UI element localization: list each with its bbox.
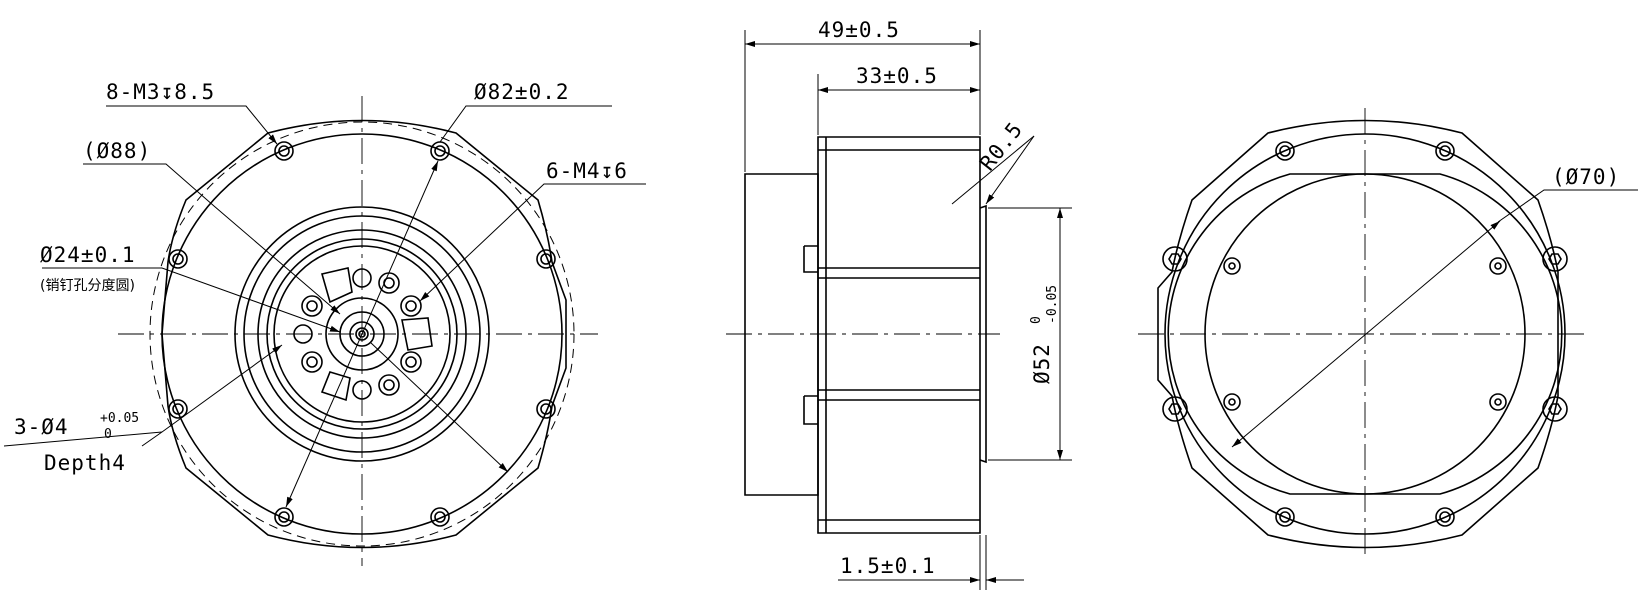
radius-label: R0.5 — [975, 117, 1028, 175]
bolt-circle-label: Ø82±0.2 — [474, 80, 570, 104]
rear-inner-diameter-label: (Ø70) — [1552, 165, 1620, 189]
side-rear-cap — [744, 173, 819, 496]
m3-mounting-holes — [168, 141, 556, 527]
side-body — [817, 136, 981, 534]
pin-holes-tol-upper: +0.05 — [100, 411, 139, 426]
body-length-label: 33±0.5 — [856, 64, 938, 88]
rear-housing-outline — [1157, 119, 1559, 549]
rear-view: (Ø70) — [1138, 108, 1638, 560]
rear-bore — [1167, 173, 1563, 495]
flange-thickness-label: 1.5±0.1 — [840, 554, 936, 578]
spigot-tol-lower: -0.05 — [1045, 285, 1060, 324]
outer-diameter-circle — [149, 121, 575, 547]
outer-diameter-label: (Ø88) — [83, 139, 151, 163]
front-housing-outline — [161, 119, 567, 549]
front-view: 8-M3↧8.5 (Ø88) Ø82±0.2 6-M4↧6 Ø24±0.1 (销… — [3, 80, 646, 566]
m3-holes-label: 8-M3↧8.5 — [106, 80, 215, 104]
side-view: 49±0.5 33±0.5 R0.5 Ø52 0 -0.05 1.5±0.1 — [726, 18, 1072, 590]
pin-circle-note: (销钉孔分度圆) — [40, 278, 135, 294]
overall-length-label: 49±0.5 — [818, 18, 900, 42]
pin-holes-tol-lower: 0 — [104, 427, 112, 442]
spigot-diameter-label: Ø52 — [1030, 343, 1054, 384]
pin-circle-label: Ø24±0.1 — [40, 243, 136, 267]
pin-holes-depth: Depth4 — [44, 451, 126, 475]
spigot-tol-upper: 0 — [1029, 316, 1044, 324]
pin-holes-label: 3-Ø4 — [14, 415, 69, 439]
side-spigot — [979, 204, 987, 464]
m4-holes-label: 6-M4↧6 — [546, 159, 628, 183]
